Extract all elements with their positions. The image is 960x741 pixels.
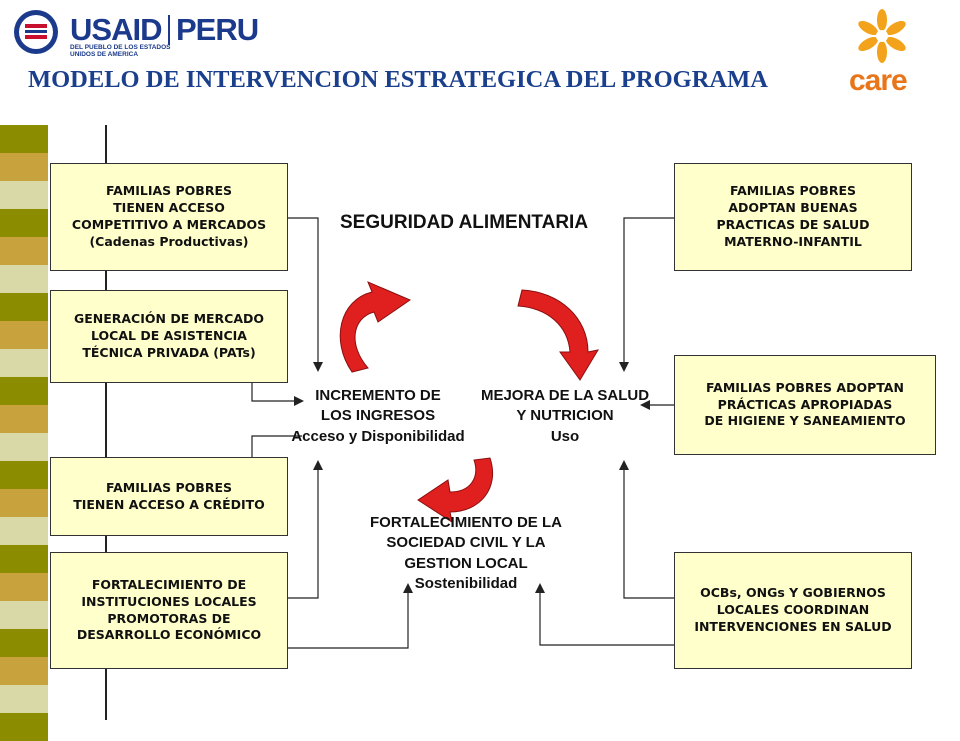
usaid-wordmark: USAID xyxy=(70,12,162,47)
stripe-segment xyxy=(0,685,48,713)
usaid-country: PERU xyxy=(176,12,259,47)
cycle-arrow-top-right xyxy=(517,289,600,381)
care-wordmark: care xyxy=(849,64,908,97)
stripe-segment xyxy=(0,237,48,265)
usaid-subtitle: DEL PUEBLO DE LOS ESTADOS UNIDOS DE AMER… xyxy=(70,44,171,59)
box-higiene-saneamiento: FAMILIAS POBRES ADOPTAN PRÁCTICAS APROPI… xyxy=(674,355,936,455)
box-instituciones-locales: FORTALECIMIENTO DE INSTITUCIONES LOCALES… xyxy=(50,552,288,669)
stripe-segment xyxy=(0,265,48,293)
stripe-segment xyxy=(0,545,48,573)
stripe-segment xyxy=(0,489,48,517)
node-fortalecimiento-sociedad: FORTALECIMIENTO DE LA SOCIEDAD CIVIL Y L… xyxy=(370,514,562,592)
connector-ocbs xyxy=(619,460,674,599)
usaid-separator xyxy=(168,15,170,45)
stripe-segment xyxy=(0,461,48,489)
box-salud-materno-infantil: FAMILIAS POBRES ADOPTAN BUENAS PRACTICAS… xyxy=(674,163,912,271)
connector-instituciones xyxy=(288,460,323,599)
decorative-stripe xyxy=(0,125,48,741)
box-ocbs-ongs-text: OCBs, ONGs Y GOBIERNOS LOCALES COORDINAN… xyxy=(694,585,892,634)
stripe-segment xyxy=(0,293,48,321)
connector-mercados xyxy=(288,217,323,372)
stripe-segment xyxy=(0,433,48,461)
stripe-segment xyxy=(0,657,48,685)
stripe-segment xyxy=(0,321,48,349)
box-mercado-asistencia-text: GENERACIÓN DE MERCADO LOCAL DE ASISTENCI… xyxy=(73,311,265,360)
stripe-segment xyxy=(0,405,48,433)
stripe-segment xyxy=(0,377,48,405)
connector-instituciones-fortalecimiento xyxy=(288,583,413,649)
seguridad-alimentaria-title: SEGURIDAD ALIMENTARIA xyxy=(340,212,589,233)
decorative-vertical-line xyxy=(105,125,107,720)
box-salud-materno-infantil-text: FAMILIAS POBRES ADOPTAN BUENAS PRACTICAS… xyxy=(716,183,870,249)
stripe-segment xyxy=(0,209,48,237)
usaid-seal-icon xyxy=(14,10,58,54)
stripe-segment xyxy=(0,573,48,601)
stripe-segment xyxy=(0,629,48,657)
stripe-segment xyxy=(0,349,48,377)
connector-ocbs-fortalecimiento xyxy=(535,583,674,646)
box-instituciones-locales-text: FORTALECIMIENTO DE INSTITUCIONES LOCALES… xyxy=(76,576,262,643)
stripe-segment xyxy=(0,153,48,181)
box-acceso-credito-text: FAMILIAS POBRES TIENEN ACCESO A CRÉDITO xyxy=(73,479,265,512)
stripe-segment xyxy=(0,517,48,545)
page-title: MODELO DE INTERVENCION ESTRATEGICA DEL P… xyxy=(28,66,768,93)
box-acceso-mercados: FAMILIAS POBRES TIENEN ACCESO COMPETITIV… xyxy=(50,163,288,271)
node-mejora-salud: MEJORA DE LA SALUD Y NUTRICION Uso xyxy=(480,387,650,445)
usaid-logo: USAID PERU DEL PUEBLO DE LOS ESTADOS UNI… xyxy=(10,8,259,59)
cycle-arrow-top-left xyxy=(339,281,412,373)
stripe-segment xyxy=(0,125,48,153)
connector-salud-materno xyxy=(619,217,674,372)
box-acceso-credito: FAMILIAS POBRES TIENEN ACCESO A CRÉDITO xyxy=(50,457,288,536)
stripe-segment xyxy=(0,601,48,629)
box-ocbs-ongs: OCBs, ONGs Y GOBIERNOS LOCALES COORDINAN… xyxy=(674,552,912,669)
stripe-segment xyxy=(0,181,48,209)
care-logo: care xyxy=(840,8,940,100)
box-acceso-mercados-subtext: (Cadenas Productivas) xyxy=(89,233,249,249)
node-incremento-ingresos: INCREMENTO DE LOS INGRESOS Acceso y Disp… xyxy=(291,387,465,445)
box-higiene-saneamiento-text: FAMILIAS POBRES ADOPTAN PRÁCTICAS APROPI… xyxy=(704,379,906,429)
care-hands-icon xyxy=(858,9,906,63)
stripe-segment xyxy=(0,713,48,741)
box-mercado-asistencia: GENERACIÓN DE MERCADO LOCAL DE ASISTENCI… xyxy=(50,290,288,383)
box-acceso-mercados-text: FAMILIAS POBRES TIENEN ACCESO COMPETITIV… xyxy=(71,183,267,232)
